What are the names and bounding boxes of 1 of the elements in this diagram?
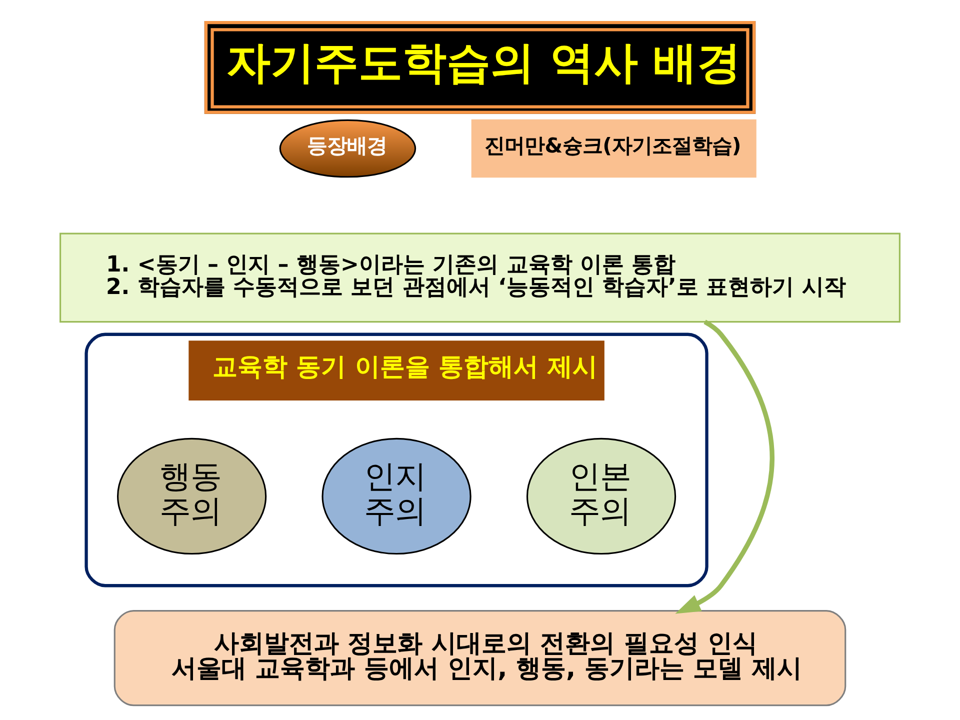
diagram-title: 자기주도학습의 역사 배경 [226, 38, 742, 89]
